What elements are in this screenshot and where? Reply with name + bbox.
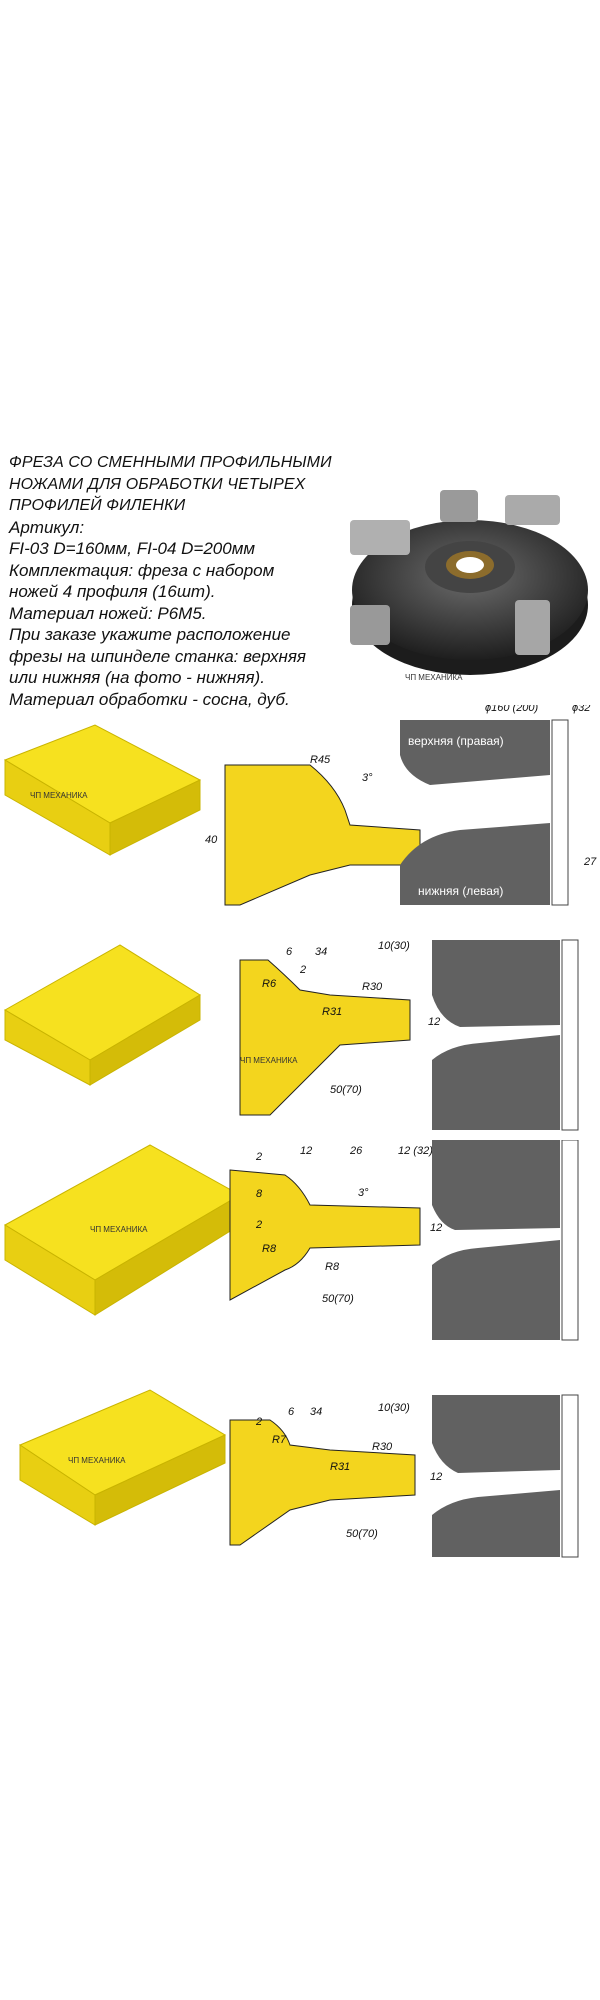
profile-section-2: 6 34 10(30) 2 R6 R31 R30 12 50(70) ЧП МЕ… — [239, 940, 440, 1116]
dim-b-2: 34 — [315, 946, 327, 958]
bore-label: ϕ32 — [572, 705, 590, 714]
dim-b-3: 12 — [300, 1145, 312, 1157]
cutter-section-4 — [432, 1394, 579, 1558]
dim-c-4: 34 — [310, 1406, 322, 1418]
profile-section-3: 2 12 26 12 (32) 8 2 3° R8 R8 12 50(70) — [229, 1145, 442, 1305]
dim-height-1: 40 — [205, 834, 218, 846]
watermark-2: ЧП МЕХАНИКА — [240, 1056, 298, 1065]
dim-r1-4: R7 — [272, 1434, 287, 1446]
cutter-section-2 — [432, 939, 579, 1131]
dim-h-3: 12 — [430, 1222, 442, 1234]
dim-b-4: 6 — [288, 1406, 295, 1418]
dim-a-3: 2 — [255, 1151, 262, 1163]
upper-label: верхняя (правая) — [408, 734, 504, 748]
dim-w-2: 50(70) — [330, 1084, 362, 1096]
title-line-1: ФРЕЗА СО СМЕННЫМИ ПРОФИЛЬНЫМИ — [9, 454, 332, 471]
dim-w-4: 50(70) — [346, 1528, 378, 1540]
order-line-3: или нижняя (на фото - нижняя). — [9, 668, 265, 687]
profile-row-2: 6 34 10(30) 2 R6 R31 R30 12 50(70) ЧП МЕ… — [3, 939, 579, 1131]
dim-h-4: 12 — [430, 1471, 442, 1483]
workpiece-3d-1: ЧП МЕХАНИКА — [3, 724, 202, 856]
dim-angle-3: 3° — [358, 1187, 369, 1199]
dim-r1-3: R8 — [262, 1243, 277, 1255]
material-work: Материал обработки - сосна, дуб. — [9, 689, 290, 709]
dim-r3-2: R30 — [362, 981, 383, 993]
title-line-2: НОЖАМИ ДЛЯ ОБРАБОТКИ ЧЕТЫРЕХ — [9, 475, 306, 493]
profile-section-4: 2 6 34 10(30) R7 R31 R30 12 50(70) — [229, 1402, 442, 1546]
dim-f-3: 2 — [255, 1219, 262, 1231]
workpiece-3d-3: ЧП МЕХАНИКА — [4, 1144, 242, 1316]
dim-w-3: 50(70) — [322, 1293, 354, 1305]
dim-d-4: 10(30) — [378, 1402, 410, 1414]
kit-line-2: ножей 4 профиля (16шт). — [9, 582, 216, 601]
dim-r2-3: R8 — [325, 1261, 340, 1273]
material-knives: Материал ножей: Р6М5. — [9, 603, 207, 623]
watermark-1: ЧП МЕХАНИКА — [30, 791, 88, 800]
cutter-photo: ЧП МЕХАНИКА — [350, 490, 588, 682]
cutter-section-3 — [432, 1140, 579, 1341]
dim-c-3: 26 — [349, 1145, 363, 1157]
dim-27: 27 — [583, 856, 597, 868]
dim-e-3: 8 — [256, 1188, 263, 1200]
dia-label: ϕ160 (200) — [485, 705, 539, 714]
order-line-2: фрезы на шпинделе станка: верхняя — [9, 646, 306, 666]
product-description: ФРЕЗА СО СМЕННЫМИ ПРОФИЛЬНЫМИ НОЖАМИ ДЛЯ… — [9, 452, 379, 710]
dim-d-2: 2 — [299, 964, 306, 976]
article-value: FI-03 D=160мм, FI-04 D=200мм — [9, 539, 256, 558]
dim-d-3: 12 (32) — [398, 1145, 433, 1157]
watermark-3: ЧП МЕХАНИКА — [90, 1225, 148, 1234]
title-line-3: ПРОФИЛЕЙ ФИЛЕНКИ — [9, 497, 186, 514]
dim-r3-4: R30 — [372, 1441, 393, 1453]
dim-h-2: 12 — [428, 1016, 440, 1028]
dim-r2-2: R31 — [322, 1006, 342, 1018]
dim-angle-1: 3° — [362, 772, 373, 784]
profile-row-4: ЧП МЕХАНИКА 2 6 34 10(30) R7 R31 R30 12 … — [18, 1389, 579, 1558]
dim-r1-2: R6 — [262, 978, 277, 990]
dim-a-4: 2 — [255, 1416, 262, 1428]
dim-radius-1: R45 — [310, 754, 331, 766]
lower-label: нижняя (левая) — [418, 884, 503, 898]
dim-r2-4: R31 — [330, 1461, 350, 1473]
profile-row-3: ЧП МЕХАНИКА 2 12 26 12 (32) 8 2 3° R8 R8… — [4, 1140, 579, 1341]
dim-c-2: 10(30) — [378, 940, 410, 952]
workpiece-3d-4: ЧП МЕХАНИКА — [18, 1389, 227, 1526]
dim-a-2: 6 — [286, 946, 293, 958]
kit-line-1: Комплектация: фреза с набором — [9, 560, 275, 580]
watermark-4: ЧП МЕХАНИКА — [68, 1456, 126, 1465]
article-label: Артикул: — [9, 517, 85, 537]
workpiece-3d-2 — [3, 944, 201, 1086]
order-line-1: При заказе укажите расположение — [9, 625, 291, 644]
cutter-section-1: ϕ160 (200) ϕ32 верхняя (правая) нижняя (… — [400, 705, 597, 906]
photo-watermark: ЧП МЕХАНИКА — [405, 673, 463, 682]
profile-row-1: ЧП МЕХАНИКА 40 R45 3° 12 ϕ160 (200) ϕ32 … — [3, 705, 597, 906]
